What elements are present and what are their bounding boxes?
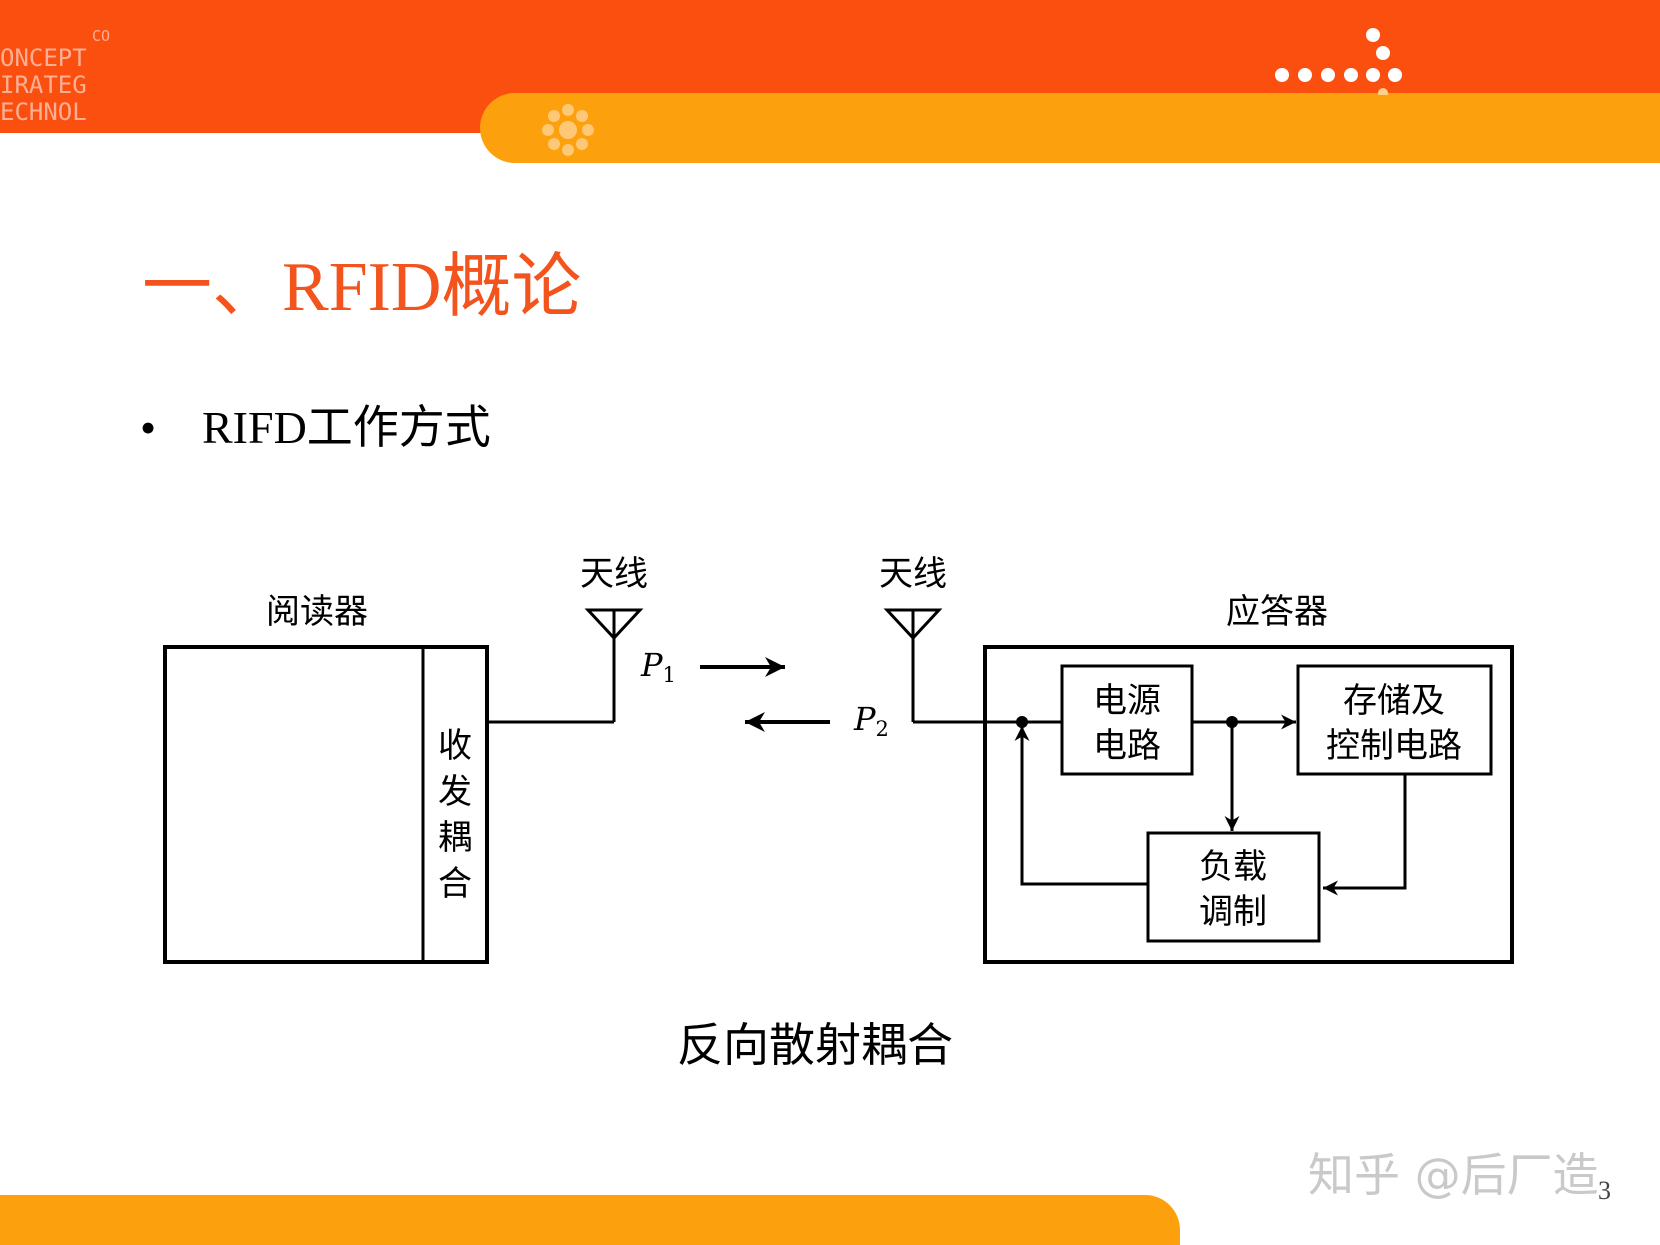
logo-small: CO	[91, 28, 110, 45]
antenna-right-label: 天线	[879, 554, 947, 594]
power-circuit-line-2: 电路	[1093, 726, 1161, 766]
load-modulation-line-2: 调制	[1199, 892, 1267, 932]
dots-icon	[1275, 28, 1402, 95]
antenna-left-icon	[584, 608, 644, 722]
antenna-left-label: 天线	[580, 554, 648, 594]
flower-icon	[542, 104, 594, 156]
p2-subscript: 2	[876, 717, 889, 741]
bullet-marker: •	[140, 402, 157, 453]
bullet-item: • RIFD工作方式	[140, 400, 491, 456]
p2-letter: P	[853, 700, 876, 738]
load-modulation-line-1: 负载	[1199, 847, 1267, 887]
power-circuit-box	[1060, 664, 1194, 776]
power-circuit-line-1: 电源	[1093, 681, 1161, 721]
p2-label: P2	[853, 700, 889, 741]
logo-line-1: ONCEPT	[0, 44, 87, 72]
coupler-char-4: 合	[438, 864, 472, 904]
watermark: 知乎 @后厂造	[1308, 1148, 1599, 1202]
diagram-caption: 反向散射耦合	[677, 1020, 953, 1071]
header-strip	[480, 93, 1660, 163]
junction-dot-antenna	[1016, 716, 1028, 728]
logo-line-3: ECHNOL	[0, 98, 87, 126]
storage-control-box	[1296, 664, 1493, 776]
reader-label: 阅读器	[266, 592, 368, 632]
junction-dot-power	[1226, 716, 1238, 728]
antenna-right-icon	[883, 608, 943, 722]
page-number: 3	[1598, 1176, 1611, 1205]
load-to-antenna-line	[1014, 726, 1148, 886]
tag-label: 应答器	[1226, 592, 1328, 632]
p1-label: P1	[640, 646, 676, 687]
p1-letter: P	[640, 646, 663, 684]
slide-title: 一、RFID概论	[142, 249, 582, 326]
reader-box	[163, 645, 489, 964]
load-modulation-box	[1146, 831, 1321, 943]
p1-subscript: 1	[663, 663, 676, 687]
bullet-text: RIFD工作方式	[202, 402, 491, 453]
tag-box	[983, 645, 1514, 964]
coupler-char-2: 发	[438, 772, 472, 812]
coupler-char-1: 收	[438, 726, 472, 766]
storage-to-load-line	[1323, 774, 1407, 896]
footer-bar	[0, 1195, 1180, 1245]
logo-line-2: IRATEG	[0, 71, 87, 99]
storage-control-line-2: 控制电路	[1326, 726, 1462, 766]
storage-control-line-1: 存储及	[1343, 681, 1445, 721]
coupler-char-3: 耦	[438, 818, 472, 858]
